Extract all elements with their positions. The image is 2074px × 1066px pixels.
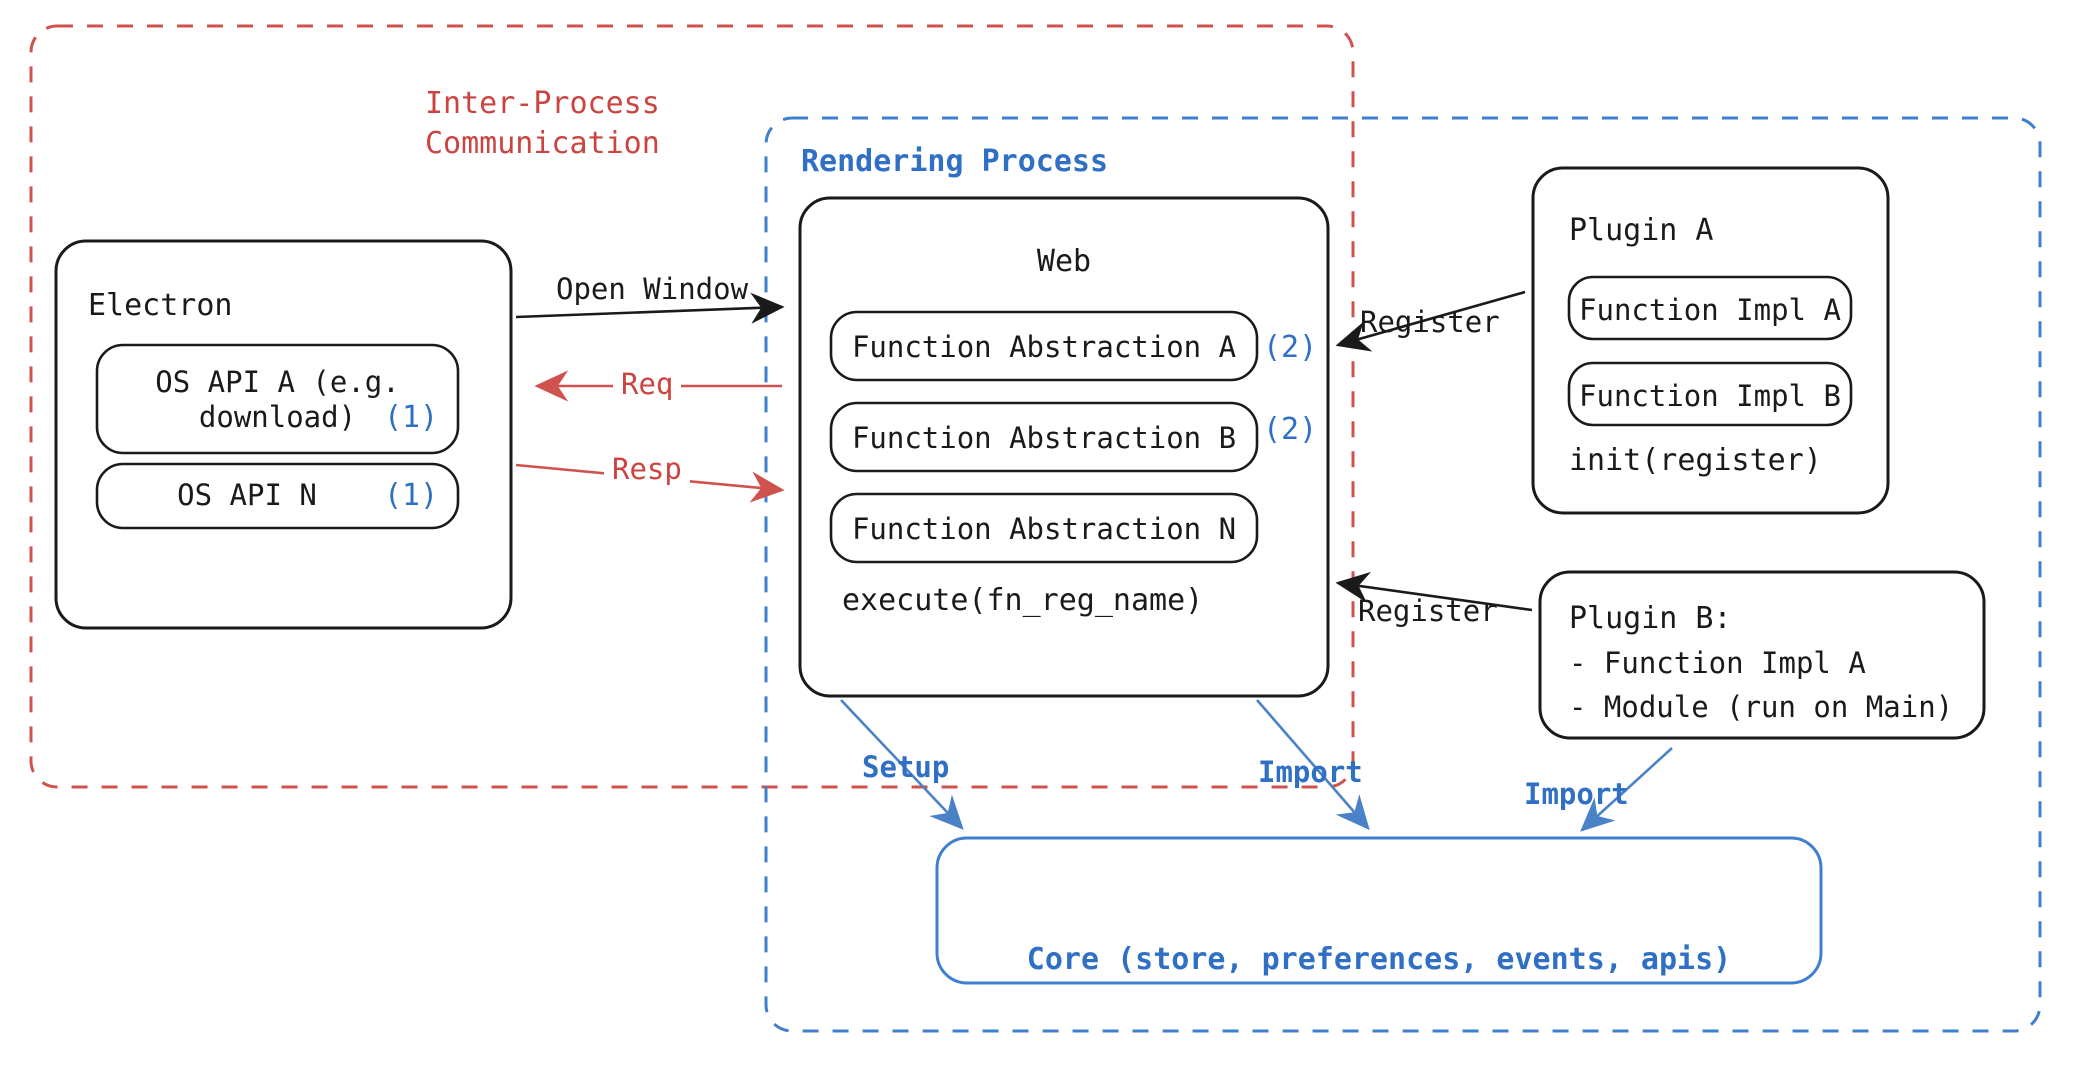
plugin-b-title: Plugin B: [1569,601,1732,636]
open-window-arrow [515,292,785,324]
plugin-b-line-1: - Function Impl A [1569,646,1866,680]
import-web-arrow-label: Import [1258,755,1363,789]
function-abstraction-b-badge: (2) [1263,412,1318,447]
rendering-process-title: Rendering Process [801,144,1109,179]
open-window-arrow-label: Open Window [556,272,749,306]
os-api-n-item: OS API N [97,478,397,512]
req-arrow-label: Req [613,367,682,401]
plugin-a-init-footer: init(register) [1569,443,1822,478]
os-api-a-item: OS API A (e.g. download) [97,365,458,435]
function-impl-b-item: Function Impl B [1569,379,1851,413]
function-impl-a-label: Function Impl A [1579,293,1841,327]
core-line-2: - OS APIs (1) [937,1062,1821,1066]
web-title: Web [1036,244,1092,279]
register-plugin-a-label: Register [1360,305,1500,339]
register-plugin-b-label: Register [1358,594,1498,628]
function-abstraction-b-item: Function Abstraction B [831,421,1257,455]
function-abstraction-n-label: Function Abstraction N [851,512,1237,546]
os-api-a-badge: (1) [384,400,439,435]
resp-arrow-label: Resp [604,452,690,486]
plugin-a-title: Plugin A [1569,213,1714,248]
function-impl-a-item: Function Impl A [1569,293,1851,327]
function-abstraction-b-label: Function Abstraction B [851,421,1237,455]
function-abstraction-n-item: Function Abstraction N [831,512,1257,546]
plugin-b-line-2: - Module (run on Main) [1569,690,1954,724]
function-impl-b-label: Function Impl B [1579,379,1841,413]
ipc-region-title-line1: Inter-Process [425,86,660,121]
ipc-region-title: Inter-Process Communication [425,84,660,164]
function-abstraction-a-item: Function Abstraction A [831,330,1257,364]
function-abstraction-a-label: Function Abstraction A [851,330,1237,364]
function-abstraction-a-badge: (2) [1263,330,1318,365]
os-api-a-label-line1: OS API A (e.g. [155,365,400,399]
os-api-n-badge: (1) [384,478,439,513]
os-api-a-label-line2: download) [198,399,357,434]
core-line-1: Core (store, preferences, events, apis) [1026,942,1732,977]
import-plugin-b-arrow-label: Import [1524,777,1629,811]
setup-arrow-label: Setup [862,750,950,784]
os-api-n-label: OS API N [177,478,317,512]
web-title-wrap: Web [800,244,1328,279]
core-box-text: Core (store, preferences, events, apis) … [937,859,1821,1066]
ipc-region-title-line2: Communication [425,125,660,161]
web-execute-footer: execute(fn_reg_name) [842,583,1204,618]
electron-title: Electron [88,288,233,323]
